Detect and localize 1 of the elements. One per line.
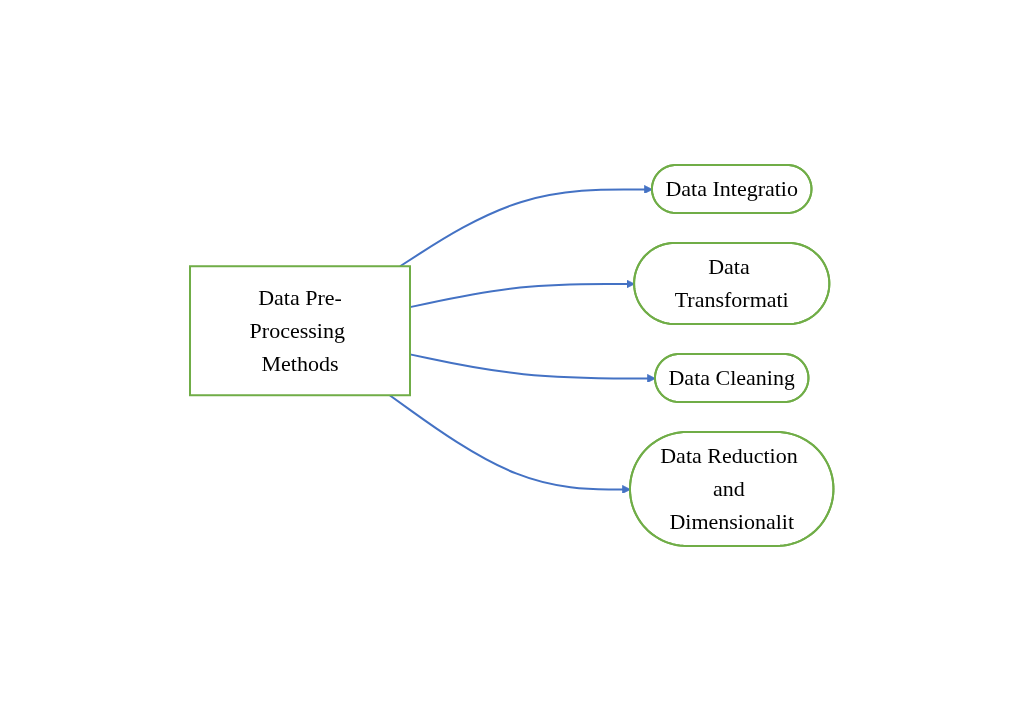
node-box: Data Pre-Processing Methods xyxy=(188,264,411,396)
